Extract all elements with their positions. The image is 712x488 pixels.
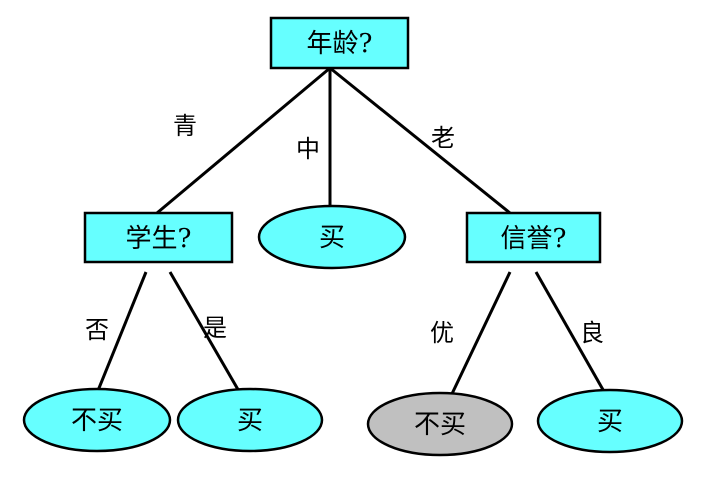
decision-box-root <box>269 16 410 70</box>
edge-label-excellent: 优 <box>430 319 454 347</box>
decision-node-student: 学生? <box>83 211 234 264</box>
leaf-label-credit-good: 买 <box>597 407 623 437</box>
decision-node-root: 年龄? <box>269 16 410 70</box>
leaf-node-credit-good: 买 <box>536 388 684 454</box>
node-label-root: 年龄? <box>307 29 373 59</box>
edge-student-no <box>95 271 148 394</box>
leaf-ellipse-student-yes <box>176 387 324 453</box>
edges <box>95 66 608 399</box>
edge-student-yes <box>168 271 242 394</box>
node-label-student: 学生? <box>126 224 192 254</box>
edge-label-old: 老 <box>431 124 455 152</box>
leaf-node-credit-excellent: 不买 <box>366 391 514 457</box>
edge-root-old <box>329 66 511 215</box>
edge-label-good: 良 <box>580 319 604 347</box>
leaf-label-middle: 买 <box>319 223 345 253</box>
decision-node-credit: 信誉? <box>465 211 602 264</box>
edge-credit-excellent <box>448 271 512 399</box>
edge-label-no: 否 <box>85 316 109 344</box>
edge-label-yes: 是 <box>203 314 227 342</box>
leaf-label-credit-excellent: 不买 <box>414 410 466 440</box>
leaf-node-middle: 买 <box>257 204 407 270</box>
edge-label-young: 青 <box>173 112 197 140</box>
leaf-ellipse-student-no <box>22 387 172 453</box>
leaf-label-student-yes: 买 <box>237 406 263 436</box>
edge-root-young <box>156 66 331 215</box>
leaf-node-student-yes: 买 <box>176 387 324 453</box>
edge-credit-good <box>534 271 608 396</box>
leaf-ellipse-credit-good <box>536 388 684 454</box>
leaf-ellipse-middle <box>257 204 407 270</box>
leaf-ellipse-credit-excellent <box>366 391 514 457</box>
edge-labels: 青 中 老 否 是 优 良 <box>85 112 604 347</box>
decision-box-credit <box>465 211 602 264</box>
decision-box-student <box>83 211 234 264</box>
edge-label-middle: 中 <box>296 135 320 163</box>
leaf-label-student-no: 不买 <box>71 406 123 436</box>
leaf-node-student-no: 不买 <box>22 387 172 453</box>
node-label-credit: 信誉? <box>501 224 567 254</box>
